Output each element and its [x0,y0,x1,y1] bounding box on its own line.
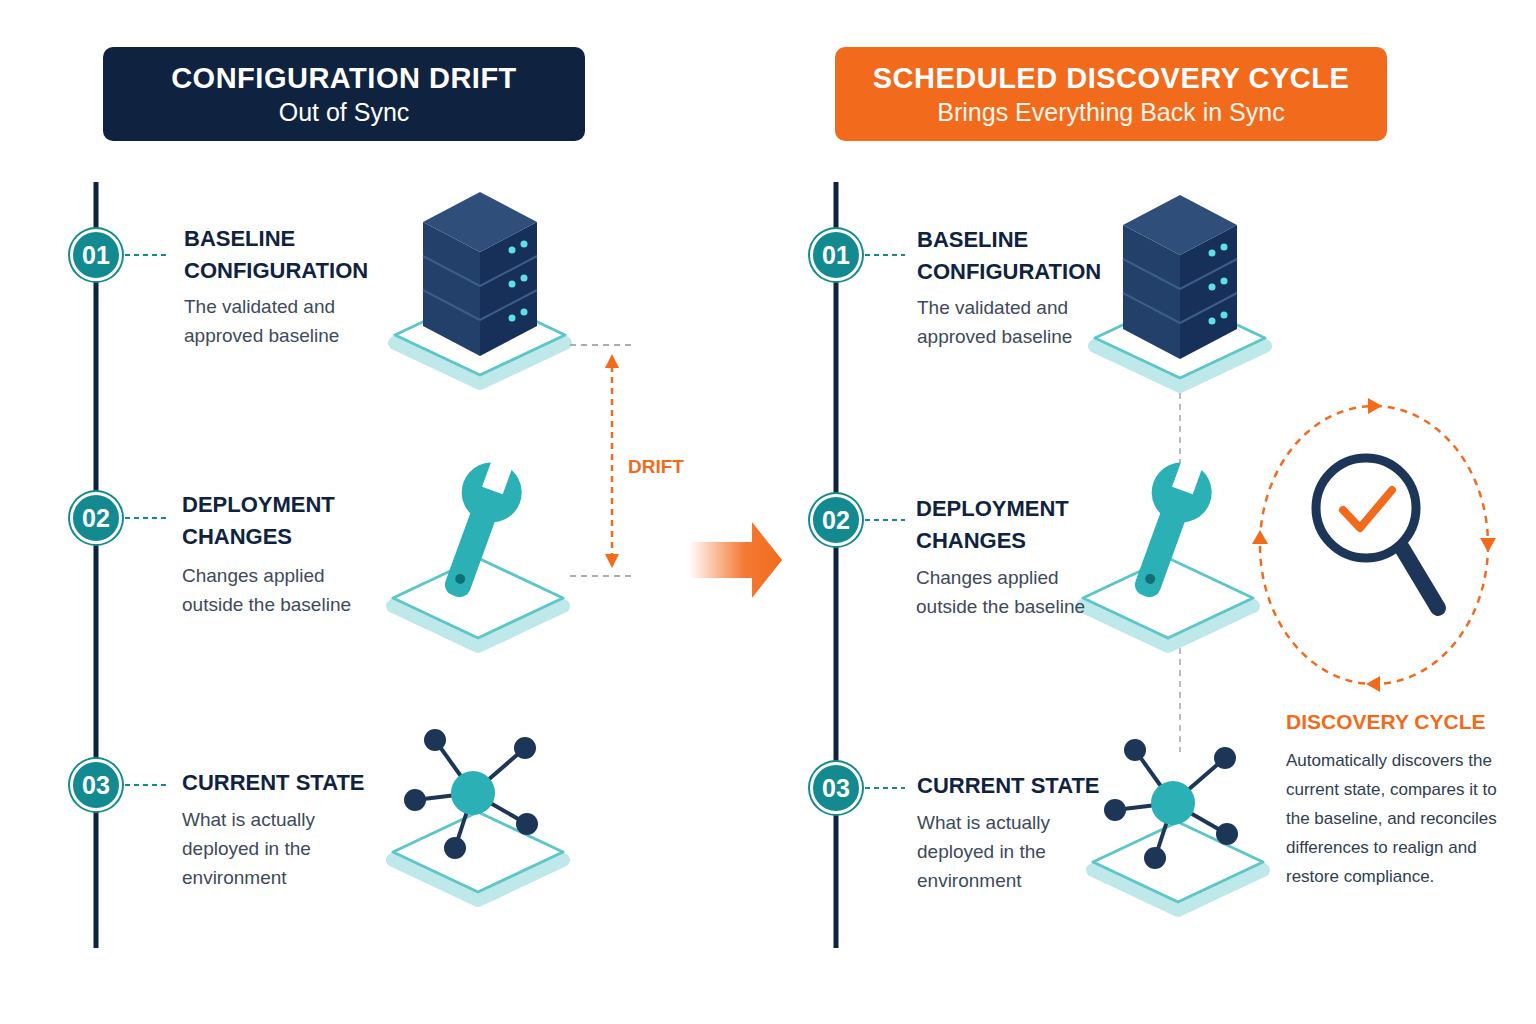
discovery-cycle-ring [1480,538,1496,552]
magnifier-icon [1343,490,1392,528]
step-heading: CURRENT STATE [917,770,1147,802]
wrench-illustration [1083,446,1253,646]
timeline-line [834,182,839,229]
leader-tick [865,787,905,789]
drift-bracket [605,554,619,568]
timeline-line [94,182,99,229]
step-number-circle: 02 [70,492,122,544]
leader-tick [125,254,168,256]
timeline-connector [834,546,839,762]
header-box: CONFIGURATION DRIFTOut of Sync [103,47,585,141]
timeline-connector [834,281,839,494]
timeline-line [96,182,836,948]
cycle-description: Automatically discovers the current stat… [1286,746,1514,891]
step-description: The validated and approved baseline [917,293,1097,351]
timeline-connector [94,281,99,492]
step-description: The validated and approved baseline [184,292,364,350]
drift-bracket [570,575,632,577]
step-description: What is actually deployed in the environ… [917,808,1067,895]
server-illustration [395,192,565,383]
discovery-cycle-ring [1366,676,1380,692]
step-heading: DEPLOYMENT CHANGES [182,489,412,553]
magnifier-icon [1402,548,1438,608]
node-title: 03 [822,774,850,803]
discovery-cycle-ring [1368,398,1382,414]
drift-bracket [611,366,614,556]
drift-bracket [570,344,632,346]
sync-connector [1179,648,1181,752]
magnifier-icon [1316,458,1416,558]
network-illustration [1093,739,1263,910]
node-title: 01 [822,241,850,270]
step-number-circle: 03 [70,759,122,811]
drift-bracket [605,354,619,368]
node-title: SCHEDULED DISCOVERY CYCLE [873,60,1350,96]
header-box: SCHEDULED DISCOVERY CYCLEBrings Everythi… [835,47,1387,141]
magnifier-icon [1316,458,1438,608]
leader-tick [865,254,905,256]
drift-bracket [570,345,632,576]
step-heading: BASELINE CONFIGURATION [917,224,1147,288]
step-number-circle: 01 [810,229,862,281]
step-heading: DEPLOYMENT CHANGES [916,493,1146,557]
timeline-line [94,811,99,948]
discovery-cycle-ring [1252,398,1496,692]
server-illustration [1095,195,1265,386]
leader-tick [125,517,168,519]
step-heading: BASELINE CONFIGURATION [184,223,414,287]
node-title: 02 [822,506,850,535]
discovery-cycle-ring [1260,406,1488,684]
step-number-circle: 03 [810,762,862,814]
network-illustration [393,729,563,900]
node-subtitle: Out of Sync [279,96,410,128]
timeline-line [834,814,839,948]
step-description: Changes applied outside the baseline [182,561,367,619]
transition-arrow [688,522,782,598]
node-title: CONFIGURATION DRIFT [171,60,517,96]
step-heading: CURRENT STATE [182,767,412,799]
sync-connector [1179,382,1181,466]
step-description: Changes applied outside the baseline [916,563,1101,621]
wrench-illustration [393,446,563,646]
node-title: 03 [82,771,110,800]
leader-tick [125,784,168,786]
step-description: What is actually deployed in the environ… [182,805,332,892]
node-title: 02 [82,504,110,533]
node-subtitle: Brings Everything Back in Sync [937,96,1284,128]
cycle-heading: DISCOVERY CYCLE [1286,708,1526,736]
drift-label: DRIFT [628,455,708,479]
timeline-connector [94,544,99,759]
discovery-cycle-ring [1252,530,1268,544]
leader-tick [865,519,905,521]
node-title: 01 [82,241,110,270]
step-number-circle: 01 [70,229,122,281]
step-number-circle: 02 [810,494,862,546]
